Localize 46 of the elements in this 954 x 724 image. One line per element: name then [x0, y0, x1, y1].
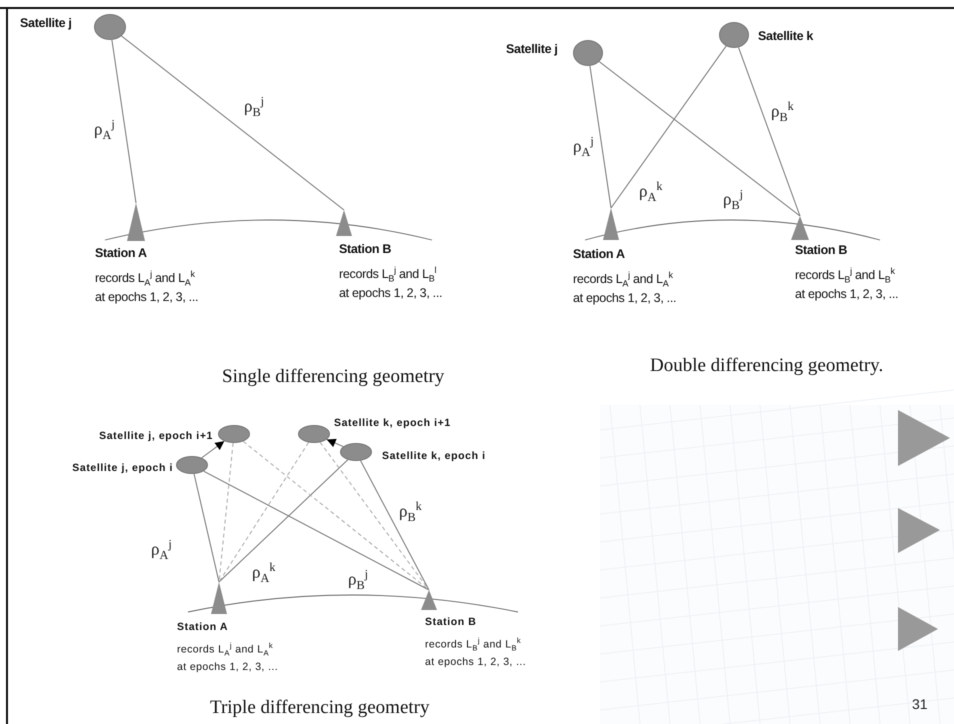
range-line: [589, 65, 612, 208]
motion-arrow: [201, 440, 225, 458]
satellite-name: Satellite j: [20, 16, 72, 30]
figure-caption: Double differencing geometry.: [650, 355, 884, 377]
station-name: Station B: [795, 243, 848, 257]
station-marker: [791, 216, 809, 240]
figure-caption: Triple differencing geometry: [210, 697, 430, 719]
station-name: Station B: [425, 616, 476, 628]
range-line: [203, 470, 430, 590]
station-name: Station A: [95, 246, 147, 260]
satellite-marker: [94, 14, 126, 40]
range-line: [320, 442, 430, 590]
figure-caption: Single differencing geometry: [222, 366, 444, 388]
station-name: Station B: [339, 242, 392, 256]
satellite-name: Satellite k, epoch i+1: [334, 417, 451, 429]
station-marker: [603, 208, 619, 240]
range-line: [194, 473, 220, 582]
station-marker: [336, 210, 352, 236]
satellite-name: Satellite j, epoch i: [72, 462, 173, 474]
range-line: [360, 460, 430, 590]
range-line: [598, 61, 800, 216]
page-number: 31: [912, 696, 928, 712]
satellite-name: Satellite k, epoch i: [382, 450, 486, 462]
satellite-marker: [298, 425, 330, 443]
range-line: [121, 36, 344, 210]
range-line: [218, 442, 310, 582]
station-marker: [421, 590, 437, 610]
station-name: Station A: [177, 621, 228, 633]
range-line: [242, 440, 430, 590]
range-line: [218, 442, 234, 582]
satellite-name: Satellite j: [506, 42, 558, 56]
satellite-marker: [573, 40, 603, 66]
station-marker: [127, 203, 145, 241]
satellite-marker: [719, 22, 749, 48]
satellite-marker: [340, 443, 372, 461]
range-line: [738, 46, 800, 216]
range-line: [610, 46, 727, 208]
station-name: Station A: [573, 247, 625, 261]
satellite-name: Satellite j, epoch i+1: [99, 430, 213, 442]
satellite-name: Satellite k: [758, 29, 814, 43]
satellite-marker: [176, 456, 208, 474]
station-marker: [211, 582, 227, 614]
range-line: [111, 39, 136, 204]
satellite-marker: [218, 425, 250, 443]
motion-arrow: [326, 438, 344, 448]
range-line: [218, 459, 348, 582]
